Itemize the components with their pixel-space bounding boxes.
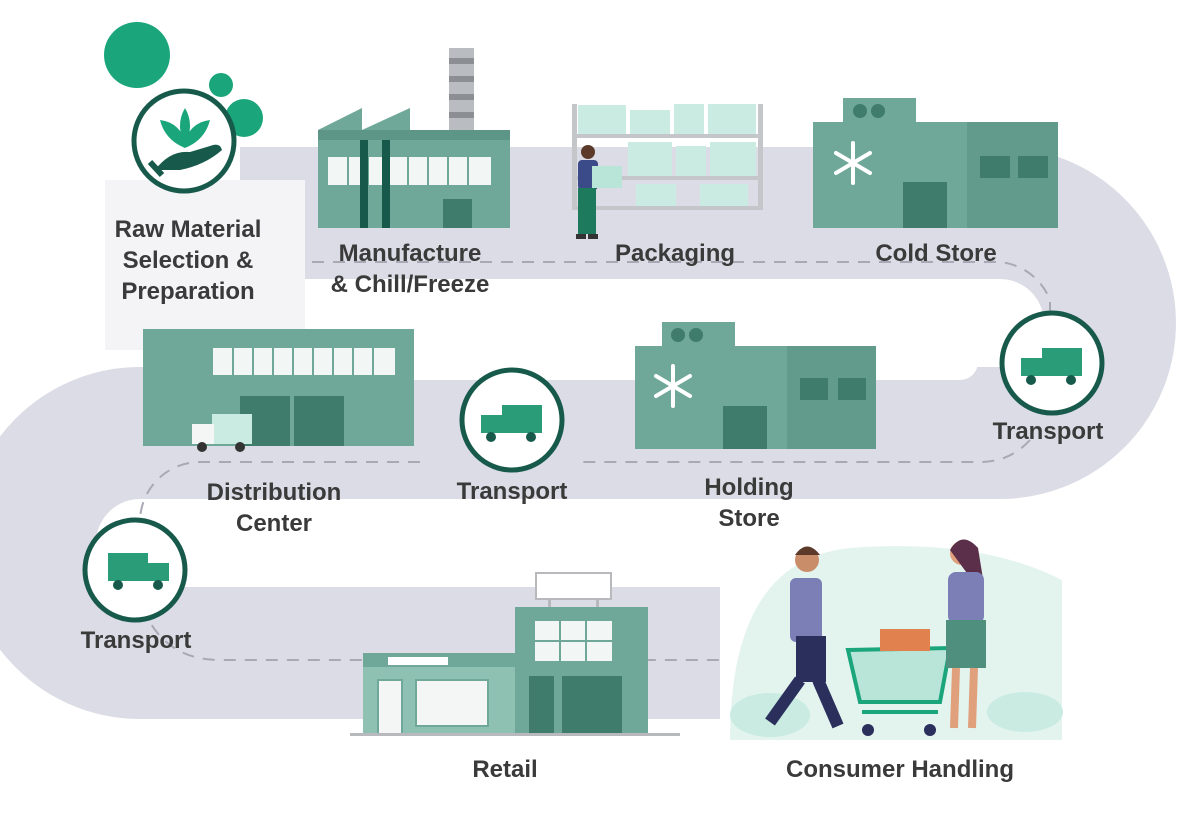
- stage-label-transport-left: Transport: [81, 625, 192, 656]
- man-shopper: [765, 546, 844, 729]
- snowflake-icon: [834, 141, 872, 185]
- label-line: Center: [235, 510, 313, 537]
- retail-store-icon: [350, 572, 680, 736]
- label-line: Preparation: [121, 278, 255, 305]
- transport-circle-left: [82, 517, 188, 623]
- stage-label-consumer-handling: Consumer Handling: [786, 754, 1014, 785]
- transport-circle-middle: [459, 367, 565, 473]
- label-line: Retail: [472, 756, 538, 783]
- snowflake-icon: [654, 364, 692, 408]
- label-line: Holding: [704, 474, 794, 501]
- factory-icon: [318, 48, 510, 228]
- stage-label-retail: Retail: [472, 754, 537, 785]
- label-line: Transport: [992, 418, 1104, 445]
- label-line: & Chill/Freeze: [330, 271, 490, 298]
- route-dashed-line: [139, 261, 1051, 661]
- raw-material-illustration: [104, 22, 263, 194]
- truck-icon: [1021, 348, 1082, 385]
- label-line: Manufacture: [338, 240, 482, 267]
- label-line: Raw Material: [114, 216, 262, 243]
- stage-label-raw-material: Raw Material Selection & Preparation: [115, 214, 262, 307]
- label-line: Transport: [80, 627, 192, 654]
- stage-label-transport-right: Transport: [993, 416, 1104, 447]
- stage-label-distribution-center: Distribution Center: [207, 477, 342, 539]
- cold-store-building-icon: [813, 98, 1058, 228]
- shopping-cart: [845, 645, 953, 736]
- label-line: Selection &: [122, 247, 254, 274]
- stage-label-holding-store: Holding Store: [704, 472, 793, 534]
- label-line: Consumer Handling: [785, 756, 1015, 783]
- shoppers-cart-icon: [730, 539, 1063, 740]
- label-line: Distribution: [206, 479, 342, 506]
- transport-circle-right: [999, 310, 1105, 416]
- holding-store-building-icon: [635, 322, 876, 449]
- stage-label-packaging: Packaging: [615, 238, 735, 269]
- warehouse-shelves-icon: [572, 104, 763, 239]
- delivery-truck: [192, 414, 252, 452]
- worker-figure: [576, 145, 622, 239]
- label-line: Transport: [456, 478, 568, 505]
- hand-plant-icon: [147, 108, 222, 178]
- distribution-warehouse-icon: [143, 329, 414, 452]
- truck-icon: [481, 405, 542, 442]
- stage-label-cold-store: Cold Store: [875, 238, 996, 269]
- label-line: Packaging: [614, 240, 736, 267]
- stage-label-transport-middle: Transport: [457, 476, 568, 507]
- label-line: Cold Store: [875, 240, 997, 267]
- woman-shopper: [946, 539, 986, 729]
- label-line: Store: [718, 505, 780, 532]
- truck-icon: [108, 553, 169, 590]
- stage-label-manufacture: Manufacture & Chill/Freeze: [331, 238, 490, 300]
